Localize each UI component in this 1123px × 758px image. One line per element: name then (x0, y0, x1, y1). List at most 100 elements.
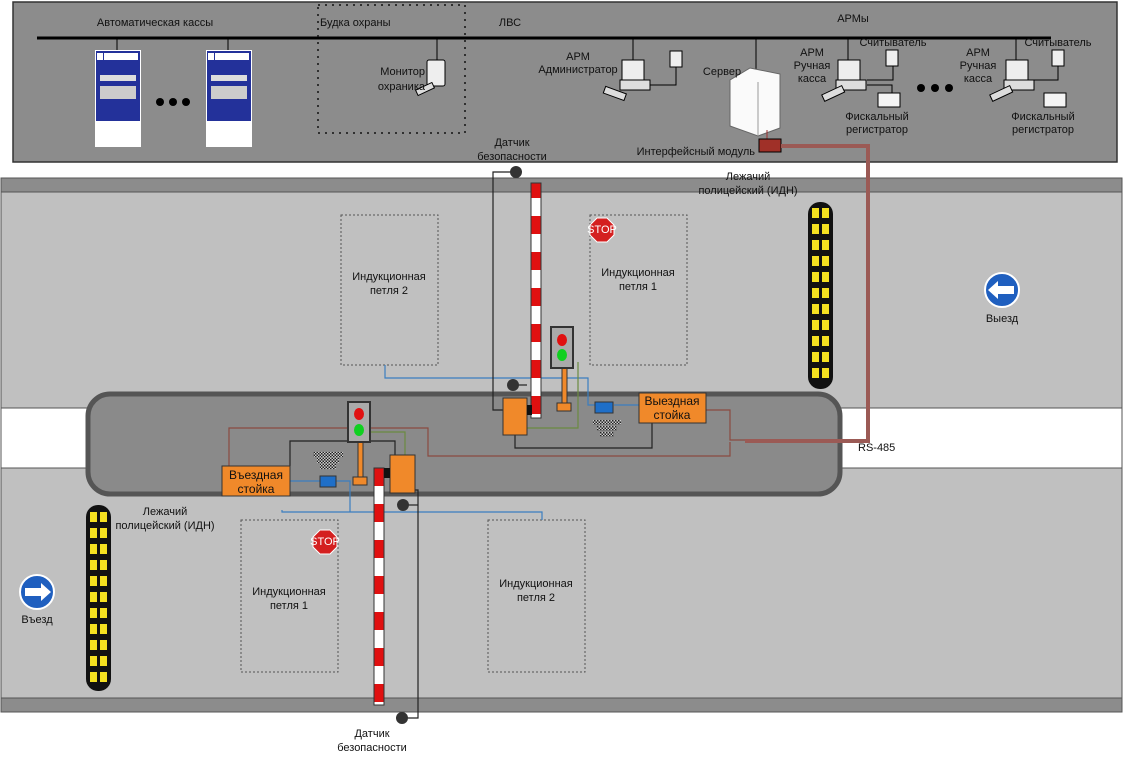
speed-bump-marker (100, 624, 107, 634)
interface-module-icon (758, 138, 782, 153)
speed-bump-label: Лежачий (726, 171, 770, 183)
computer-icon (602, 59, 651, 102)
kiosks-label: Автоматическая кассы (97, 17, 213, 29)
server-label: Сервер (703, 66, 741, 78)
loop-label: петля 2 (517, 592, 555, 604)
svg-text:STOP: STOP (310, 536, 340, 548)
speed-bump-marker (822, 240, 829, 250)
speed-bump-marker (822, 352, 829, 362)
speed-bump-marker (812, 320, 819, 330)
speed-bump-marker (822, 208, 829, 218)
traffic-light-icon (550, 326, 574, 412)
lan-label: ЛВС (499, 17, 521, 29)
speed-bump-marker (822, 320, 829, 330)
entry-arrow-sign-icon (19, 574, 55, 610)
loop-label: Индукционная (601, 267, 675, 279)
speed-bump-marker (100, 544, 107, 554)
payment-kiosk-icon (95, 38, 141, 147)
speed-bump-marker (822, 304, 829, 314)
safety-sensor-label: Датчик (494, 137, 529, 149)
cashier-label: АРМ (800, 47, 824, 59)
server-icon (729, 67, 781, 137)
entry-stand: Въездная стойка (221, 465, 291, 497)
safety-sensor-label: безопасности (337, 742, 407, 754)
loop-label: петля 1 (270, 600, 308, 612)
loop-label: Индукционная (499, 578, 573, 590)
induction-loop (487, 519, 586, 673)
interface-module-label: Интерфейсный модуль (637, 146, 756, 158)
speed-bump-marker (100, 512, 107, 522)
speed-bump-marker (100, 640, 107, 650)
barrier-arm-bottom (373, 467, 385, 706)
loop-label: петля 1 (619, 281, 657, 293)
exit-stand: Выездная стойка (638, 392, 707, 424)
induction-loop (589, 214, 688, 366)
fiscal-printer-icon (877, 92, 901, 108)
fiscal-label: Фискальный (1011, 111, 1074, 123)
exit-arrow-sign-icon (984, 272, 1020, 308)
network-panel: Автоматическая кассы Будка охраны ЛВС АР… (12, 1, 1118, 163)
speed-bump-marker (812, 368, 819, 378)
rs485-cable (745, 144, 870, 443)
cashier-label: АРМ (966, 47, 990, 59)
speed-bump-marker (100, 560, 107, 570)
induction-loop (340, 214, 439, 366)
traffic-light-icon (347, 401, 371, 486)
admin-label: АРМ (566, 51, 590, 63)
guard-monitor-label: охраника (378, 81, 426, 93)
safety-sensor-icon (396, 712, 408, 724)
speed-bump-marker (812, 240, 819, 250)
speed-bump-marker (90, 512, 97, 522)
barrier-housing (389, 454, 416, 494)
svg-text:STOP: STOP (587, 224, 617, 236)
cashier-label: Ручная (960, 60, 997, 72)
loop-label: Индукционная (252, 586, 326, 598)
cashier-label: касса (798, 73, 827, 85)
speed-bump-marker (90, 624, 97, 634)
svg-text:стойка: стойка (654, 408, 691, 422)
speed-bump-marker (100, 608, 107, 618)
card-reader-icon (1051, 49, 1065, 67)
ellipsis-dots-icon (156, 98, 190, 106)
speed-bump-marker (90, 592, 97, 602)
rs485-label: RS-485 (858, 442, 895, 454)
speed-bump-label: полицейский (ИДН) (115, 520, 214, 532)
entry-label: Въезд (21, 614, 53, 626)
speed-bump-marker (812, 288, 819, 298)
computer-icon (989, 59, 1035, 102)
guard-booth-label: Будка охраны (320, 17, 391, 29)
speed-bump-icon (86, 505, 111, 691)
speed-bump-marker (822, 224, 829, 234)
safety-sensor-icon (510, 166, 522, 178)
speed-bump-icon (808, 202, 833, 389)
speed-bump-marker (90, 656, 97, 666)
induction-loop (240, 519, 339, 673)
reader-icon (594, 401, 614, 414)
loop-label: петля 2 (370, 285, 408, 297)
speed-bump-marker (90, 544, 97, 554)
speed-bump-marker (100, 656, 107, 666)
antenna-icon (593, 420, 621, 437)
safety-sensor-label: Датчик (354, 728, 389, 740)
speed-bump-marker (822, 256, 829, 266)
barrier-housing (502, 397, 528, 436)
safety-sensor-icon (507, 379, 519, 391)
fiscal-printer-icon (1043, 92, 1067, 108)
speed-bump-marker (100, 576, 107, 586)
speed-bump-marker (812, 304, 819, 314)
loop-label: Индукционная (352, 271, 426, 283)
island (85, 391, 843, 497)
monitor-icon (414, 59, 446, 97)
reader-icon (319, 475, 337, 488)
speed-bump-marker (822, 368, 829, 378)
stop-sign-icon: STOP (587, 217, 617, 243)
speed-bump-marker (90, 672, 97, 682)
speed-bump-marker (90, 640, 97, 650)
workstations-label: АРМы (837, 13, 869, 25)
speed-bump-marker (812, 272, 819, 282)
safety-sensor-label: безопасности (477, 151, 547, 163)
svg-text:Въездная: Въездная (229, 468, 283, 482)
speed-bump-marker (822, 336, 829, 346)
speed-bump-marker (100, 672, 107, 682)
